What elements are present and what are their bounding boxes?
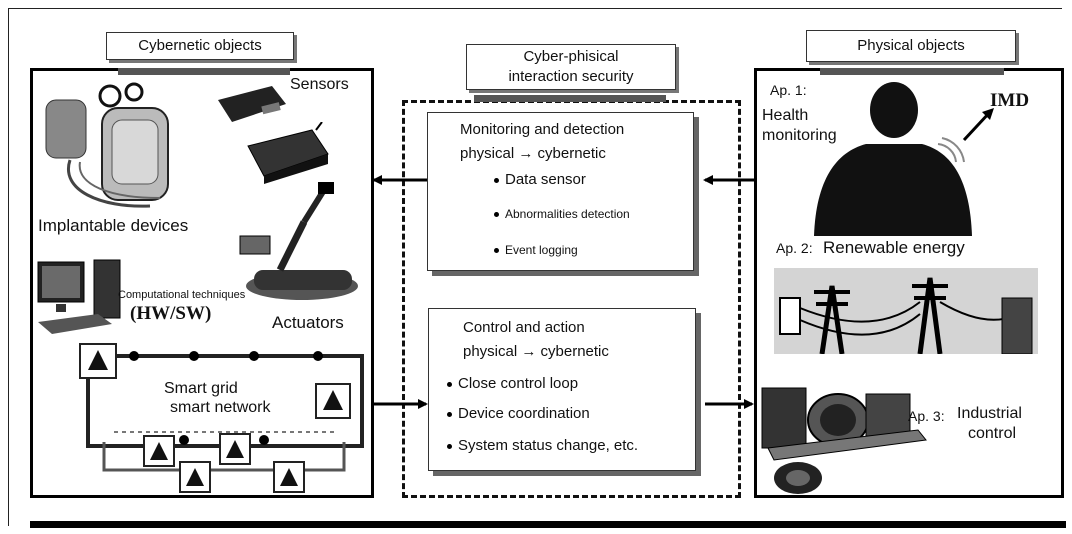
control-action-box: Control and action physical → cybernetic…: [428, 308, 696, 471]
control-item: System status change, etc.: [447, 437, 638, 454]
ap3-industrial-label: Industrial: [957, 405, 1022, 422]
imd-label: IMD: [990, 90, 1030, 111]
imd-arrow-icon: [962, 108, 994, 142]
monitoring-title-line1: Monitoring and detection: [460, 121, 625, 138]
power-lines-image: [774, 268, 1038, 354]
cybernetic-objects-title: Cybernetic objects: [106, 32, 294, 60]
implantable-devices-label: Implantable devices: [38, 216, 189, 235]
monitoring-item: Event logging: [494, 243, 578, 257]
computational-techniques-label: Computational techniques: [118, 289, 246, 301]
monitoring-title-line2: physical → cybernetic: [460, 145, 606, 162]
control-item-text: Device coordination: [458, 405, 590, 422]
monitoring-item: Abnormalities detection: [494, 207, 630, 221]
physical-objects-label: Physical objects: [857, 37, 965, 54]
bullet-icon: [447, 443, 452, 449]
control-title-line1: Control and action: [463, 319, 585, 336]
monitoring-item-text: Abnormalities detection: [505, 207, 630, 221]
smart-network-label: smart network: [170, 399, 271, 416]
ap1-health-label: Health: [762, 107, 809, 124]
center-tab-shadow: [474, 95, 666, 102]
actuators-label: Actuators: [272, 313, 344, 332]
monitoring-item-text: Data sensor: [505, 171, 586, 188]
ap1-monitoring-label: monitoring: [762, 127, 837, 144]
center-title-line1: Cyber-phisical: [523, 48, 619, 65]
monitoring-item: Data sensor: [494, 171, 586, 188]
implantable-device-image: [45, 82, 169, 208]
ap2-renewable-label: Renewable energy: [823, 238, 965, 257]
center-title-line2: interaction security: [508, 68, 634, 85]
monitoring-detection-box: Monitoring and detection physical → cybe…: [427, 112, 694, 271]
ap1-label: Ap. 1:: [770, 82, 807, 98]
sensor-card-image: [218, 86, 286, 122]
diagram-frame: [8, 8, 1062, 526]
bullet-icon: [447, 381, 452, 387]
cyber-physical-security-title: Cyber-phisical interaction security: [466, 44, 676, 90]
bullet-icon: [494, 177, 499, 183]
computer-image: [37, 259, 121, 334]
control-item: Device coordination: [447, 405, 590, 422]
physical-objects-title: Physical objects: [806, 30, 1016, 62]
control-item-text: System status change, etc.: [458, 437, 639, 454]
hw-sw-label: (HW/SW): [130, 303, 212, 324]
robot-actuator-image: [239, 182, 358, 300]
control-item-text: Close control loop: [458, 375, 579, 392]
bullet-icon: [447, 411, 452, 417]
bottom-rule: [30, 521, 1066, 528]
bullet-icon: [494, 248, 499, 254]
bullet-icon: [494, 212, 499, 218]
control-item: Close control loop: [447, 375, 578, 392]
monitoring-item-text: Event logging: [505, 243, 578, 257]
ap3-label: Ap. 3:: [908, 408, 945, 424]
human-body-image: [814, 82, 972, 236]
sensors-label: Sensors: [290, 76, 349, 93]
smart-grid-label: Smart grid: [164, 380, 238, 397]
industrial-machine-image: [761, 387, 927, 494]
ap2-label: Ap. 2:: [776, 240, 813, 256]
left-tab-shadow: [118, 68, 290, 75]
smart-grid-image: [79, 343, 364, 493]
control-title-line2: physical → cybernetic: [463, 343, 609, 360]
cybernetic-objects-label: Cybernetic objects: [138, 37, 262, 54]
right-tab-shadow: [820, 68, 1004, 75]
sensor-device-image: [247, 122, 329, 184]
ap3-control-label: control: [968, 425, 1017, 442]
